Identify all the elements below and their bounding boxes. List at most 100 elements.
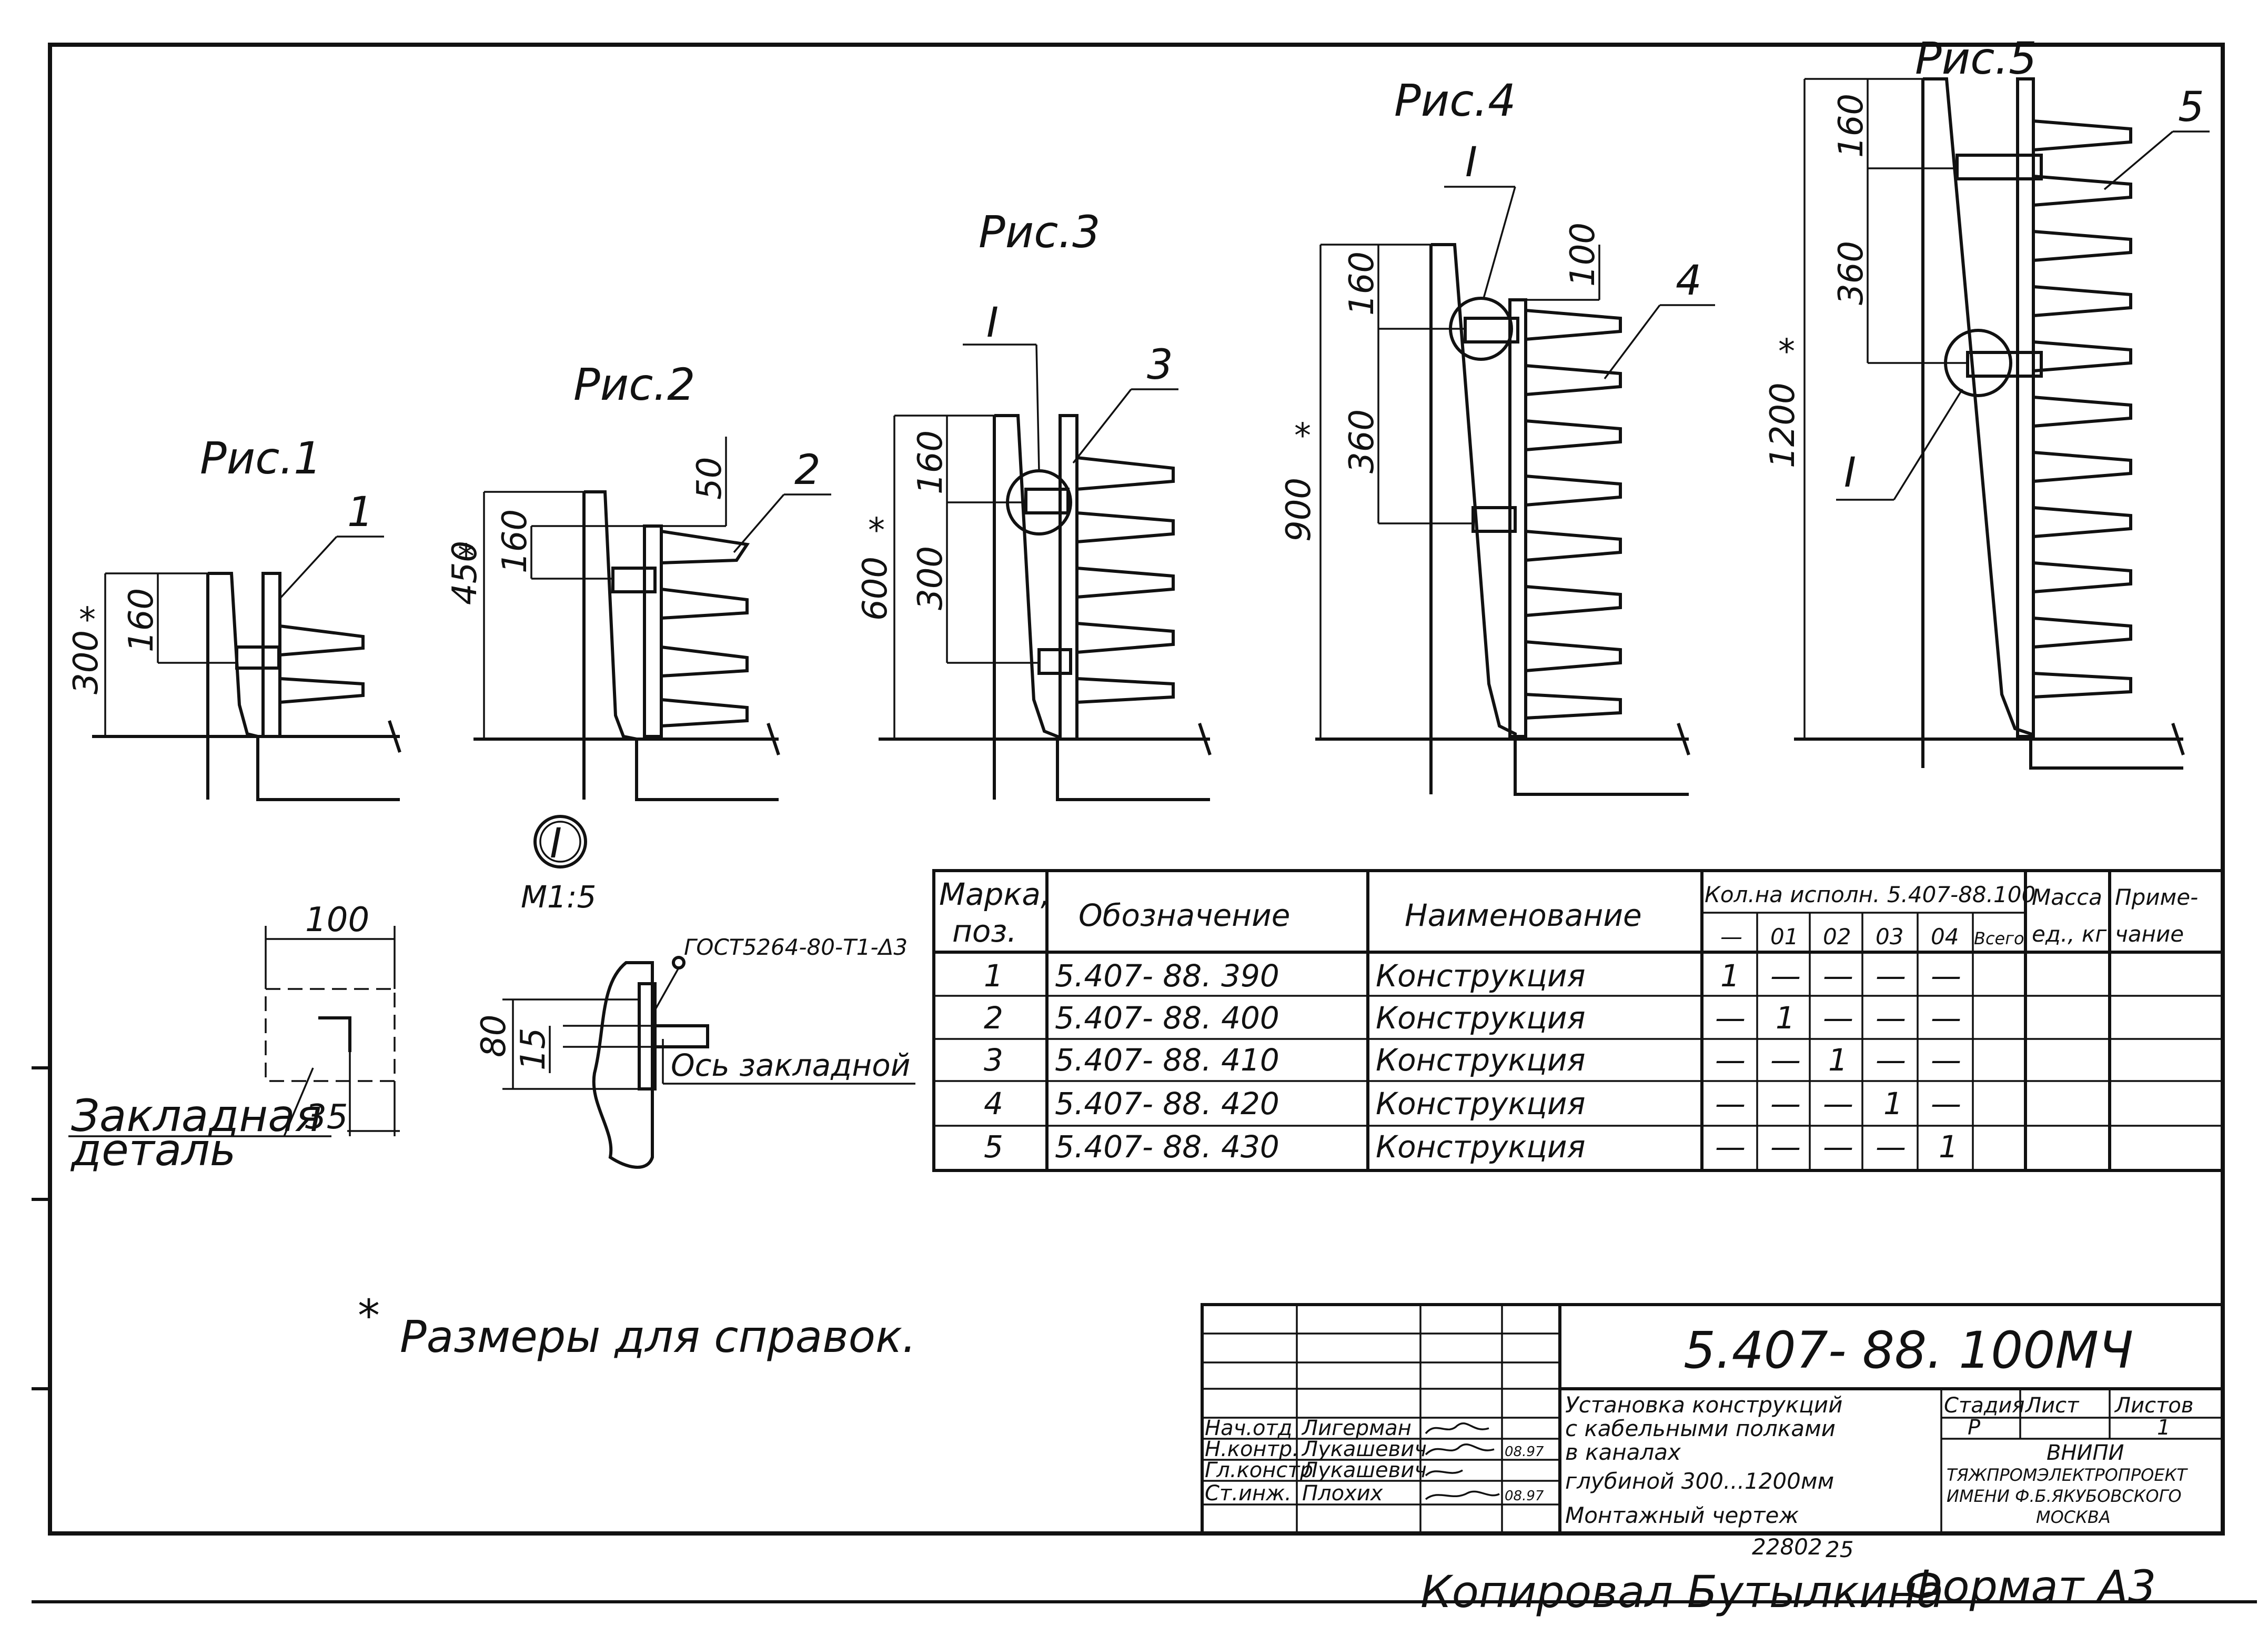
page-number: 25 bbox=[1826, 1537, 1853, 1562]
svg-text:4: 4 bbox=[1676, 257, 1702, 305]
svg-text:5.407- 88. 420: 5.407- 88. 420 bbox=[1055, 1086, 1279, 1122]
svg-text:*: * bbox=[79, 601, 96, 640]
svg-text:08.97: 08.97 bbox=[1505, 1488, 1544, 1504]
svg-text:Нач.отд: Нач.отд bbox=[1205, 1416, 1292, 1440]
table-row: 5 5.407- 88. 430 Конструкция — — — — 1 bbox=[984, 1129, 1958, 1165]
svg-text:ед., кг: ед., кг bbox=[2032, 921, 2107, 947]
footnote-star: * bbox=[358, 1290, 380, 1341]
doc-number: 22802 bbox=[1752, 1534, 1822, 1560]
figure-1-title: Рис.1 bbox=[200, 432, 322, 484]
signature bbox=[1425, 1469, 1463, 1477]
svg-text:Монтажный чертеж: Монтажный чертеж bbox=[1565, 1502, 1799, 1528]
svg-text:50: 50 bbox=[690, 457, 729, 500]
format-label: Формат А3 bbox=[1904, 1561, 2156, 1612]
svg-text:Установка конструкций: Установка конструкций bbox=[1565, 1392, 1842, 1418]
svg-text:—: — bbox=[1876, 1000, 1906, 1036]
svg-text:Масса: Масса bbox=[2032, 884, 2102, 910]
svg-text:—: — bbox=[1931, 1042, 1961, 1078]
signature bbox=[1425, 1490, 1500, 1500]
svg-text:—: — bbox=[1823, 958, 1853, 994]
figure-5-wall bbox=[1923, 77, 2183, 770]
footnote: Размеры для справок. bbox=[400, 1311, 916, 1362]
svg-text:300: 300 bbox=[67, 630, 106, 694]
svg-text:04: 04 bbox=[1931, 924, 1959, 950]
svg-text:деталь: деталь bbox=[70, 1124, 236, 1176]
svg-text:—: — bbox=[1720, 924, 1742, 950]
svg-text:Ось закладной: Ось закладной bbox=[671, 1047, 910, 1083]
svg-text:*: * bbox=[1778, 332, 1795, 371]
svg-text:—: — bbox=[1823, 1000, 1853, 1036]
figure-5: Рис.5 1200 * 160 360 I 5 bbox=[1763, 33, 2210, 770]
svg-text:Наименование: Наименование bbox=[1405, 897, 1642, 933]
svg-text:01: 01 bbox=[1770, 924, 1798, 950]
svg-text:160: 160 bbox=[1832, 94, 1871, 158]
svg-text:I: I bbox=[986, 299, 999, 347]
svg-text:глубиной 300...1200мм: глубиной 300...1200мм bbox=[1565, 1468, 1834, 1494]
svg-text:Кол.на исполн. 5.407-88.100: Кол.на исполн. 5.407-88.100 bbox=[1705, 882, 2035, 907]
svg-text:3: 3 bbox=[1147, 341, 1173, 389]
svg-text:Лист: Лист bbox=[2024, 1393, 2080, 1418]
figure-3-wall bbox=[994, 414, 1210, 801]
figure-2: Рис.2 450 * 160 50 2 bbox=[446, 359, 831, 801]
svg-text:3: 3 bbox=[984, 1042, 1003, 1078]
svg-text:Конструкция: Конструкция bbox=[1376, 1129, 1586, 1165]
svg-text:1: 1 bbox=[984, 958, 1003, 994]
svg-text:I: I bbox=[1465, 139, 1477, 186]
svg-text:—: — bbox=[1876, 1042, 1906, 1078]
svg-text:360: 360 bbox=[1832, 241, 1871, 305]
figure-5-rack bbox=[2016, 77, 2035, 738]
embedded-part-outline bbox=[265, 988, 396, 1082]
svg-text:ИМЕНИ Ф.Б.ЯКУБОВСКОГО: ИМЕНИ Ф.Б.ЯКУБОВСКОГО bbox=[1947, 1486, 2182, 1506]
svg-text:100: 100 bbox=[1564, 223, 1602, 287]
svg-text:I: I bbox=[550, 820, 562, 867]
svg-text:—: — bbox=[1715, 1042, 1746, 1078]
svg-text:—: — bbox=[1715, 1086, 1746, 1122]
svg-text:Н.контр.: Н.контр. bbox=[1205, 1437, 1299, 1461]
svg-text:—: — bbox=[1876, 1129, 1906, 1165]
detail-i-marker bbox=[533, 815, 587, 869]
svg-text:100: 100 bbox=[305, 901, 369, 940]
detail-i: I М1:5 80 15 ГОСТ5264-80-Т1-Δ3 Ось закла… bbox=[475, 815, 915, 1169]
figure-3-rack bbox=[1059, 414, 1078, 741]
figure-4-title: Рис.4 bbox=[1394, 75, 1516, 126]
svg-text:450: 450 bbox=[446, 541, 485, 605]
embedded-part: 100 35 Закладная деталь bbox=[68, 901, 400, 1176]
svg-text:4: 4 bbox=[984, 1086, 1003, 1122]
svg-text:—: — bbox=[1931, 958, 1961, 994]
svg-text:2: 2 bbox=[984, 1000, 1003, 1036]
svg-text:—: — bbox=[1823, 1129, 1853, 1165]
svg-text:1: 1 bbox=[1828, 1042, 1848, 1078]
figure-2-rack bbox=[643, 524, 663, 738]
svg-text:—: — bbox=[1715, 1000, 1746, 1036]
svg-text:300: 300 bbox=[911, 546, 950, 610]
svg-text:Всего: Всего bbox=[1974, 928, 2024, 948]
svg-text:с кабельными полками: с кабельными полками bbox=[1565, 1416, 1836, 1441]
svg-text:Конструкция: Конструкция bbox=[1376, 1086, 1586, 1122]
svg-text:1: 1 bbox=[1776, 1000, 1795, 1036]
svg-text:1200: 1200 bbox=[1763, 382, 1802, 468]
svg-text:ВНИПИ: ВНИПИ bbox=[2047, 1441, 2124, 1465]
table-row: 1 5.407- 88. 390 Конструкция 1 — — — — bbox=[984, 958, 1961, 994]
svg-text:600: 600 bbox=[856, 557, 895, 621]
svg-text:—: — bbox=[1931, 1086, 1961, 1122]
table-row: 2 5.407- 88. 400 Конструкция — 1 — — — bbox=[984, 1000, 1961, 1036]
table-row: 4 5.407- 88. 420 Конструкция — — — 1 — bbox=[984, 1086, 1961, 1122]
document-code: 5.407- 88. 100МЧ bbox=[1684, 1321, 2133, 1380]
svg-text:Ст.инж.: Ст.инж. bbox=[1205, 1481, 1292, 1506]
svg-text:160: 160 bbox=[496, 509, 535, 573]
svg-text:поз.: поз. bbox=[952, 913, 1017, 949]
svg-text:ГОСТ5264-80-Т1-Δ3: ГОСТ5264-80-Т1-Δ3 bbox=[684, 934, 908, 960]
drawing-frame bbox=[48, 43, 2225, 1536]
figure-4-rack bbox=[1508, 298, 1527, 738]
svg-text:Листов: Листов bbox=[2114, 1393, 2193, 1418]
svg-text:160: 160 bbox=[911, 430, 950, 494]
svg-text:5.407- 88. 410: 5.407- 88. 410 bbox=[1055, 1042, 1279, 1078]
svg-text:Закладная: Закладная bbox=[71, 1090, 321, 1142]
figure-3: Рис.3 600 * 160 300 I 3 bbox=[856, 206, 1212, 801]
svg-text:Приме-: Приме- bbox=[2115, 884, 2198, 910]
svg-text:5: 5 bbox=[2178, 84, 2204, 131]
copied-by: Копировал Бутылкина bbox=[1420, 1566, 1944, 1618]
svg-text:1: 1 bbox=[1939, 1129, 1958, 1165]
svg-text:МОСКВА: МОСКВА bbox=[2036, 1507, 2111, 1527]
svg-text:1: 1 bbox=[1883, 1086, 1903, 1122]
